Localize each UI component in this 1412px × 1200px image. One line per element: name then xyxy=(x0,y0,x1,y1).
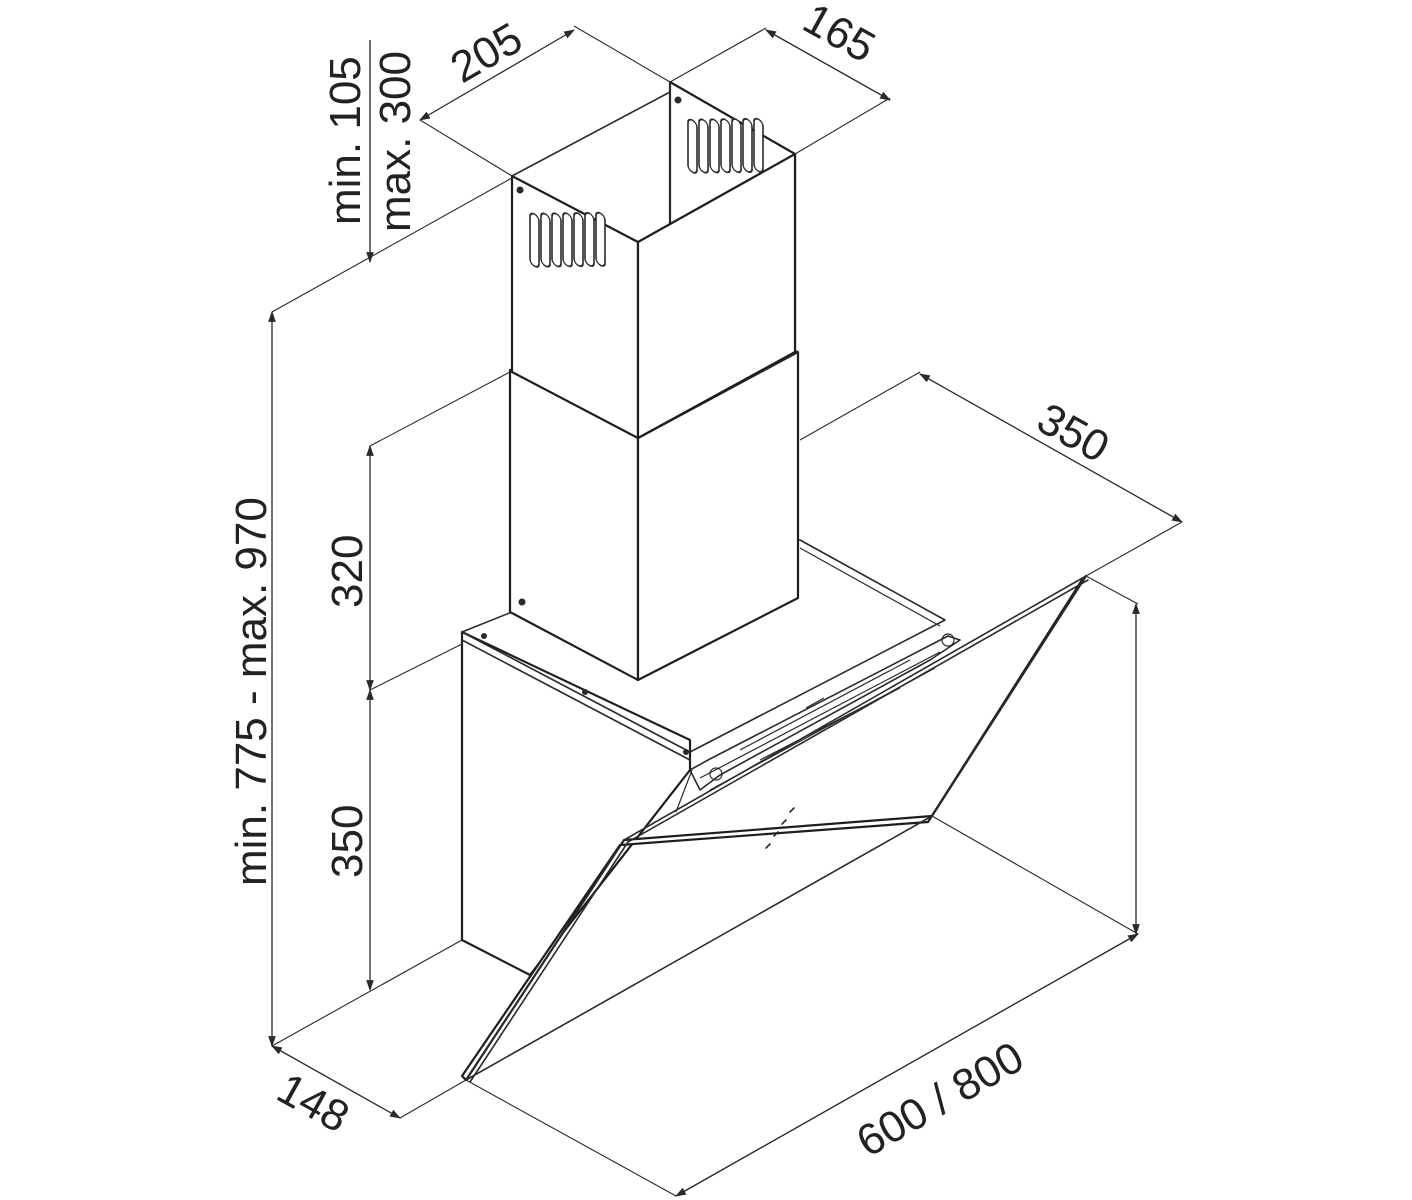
label-hood-width: 600 / 800 xyxy=(849,1032,1032,1166)
label-total-height: min. 775 - max. 970 xyxy=(227,497,276,886)
upper-chimney xyxy=(510,80,797,440)
label-lower-chimney: 350 xyxy=(323,805,372,878)
label-upper-chimney: 320 xyxy=(323,535,372,608)
dim-hood-depth-top xyxy=(919,373,1183,523)
touch-controls xyxy=(765,807,795,849)
dim-hood-width xyxy=(675,933,1139,1197)
hood-side-panel xyxy=(460,630,692,977)
vent-slots-back xyxy=(687,117,764,174)
label-glass-depth-bottom: 148 xyxy=(269,1064,357,1142)
label-chimney-max: max. 300 xyxy=(371,51,420,232)
label-chimney-depth: 165 xyxy=(795,0,883,72)
label-hood-depth-top: 350 xyxy=(1029,394,1117,472)
dim-chimney-depth xyxy=(765,29,891,101)
hood-top-plate xyxy=(461,539,946,753)
vent-slots-left xyxy=(529,211,606,268)
lower-chimney xyxy=(508,289,800,682)
dim-chimney-width xyxy=(419,29,575,121)
hood-body xyxy=(460,539,1089,1083)
upper-chimney-front-face xyxy=(636,152,797,440)
glass-panel xyxy=(460,574,1088,1082)
dim-glass-depth-bottom xyxy=(271,1045,401,1119)
label-chimney-min: min. 105 xyxy=(321,56,370,225)
dimension-lines xyxy=(268,29,1183,1197)
label-chimney-width: 205 xyxy=(443,14,531,93)
